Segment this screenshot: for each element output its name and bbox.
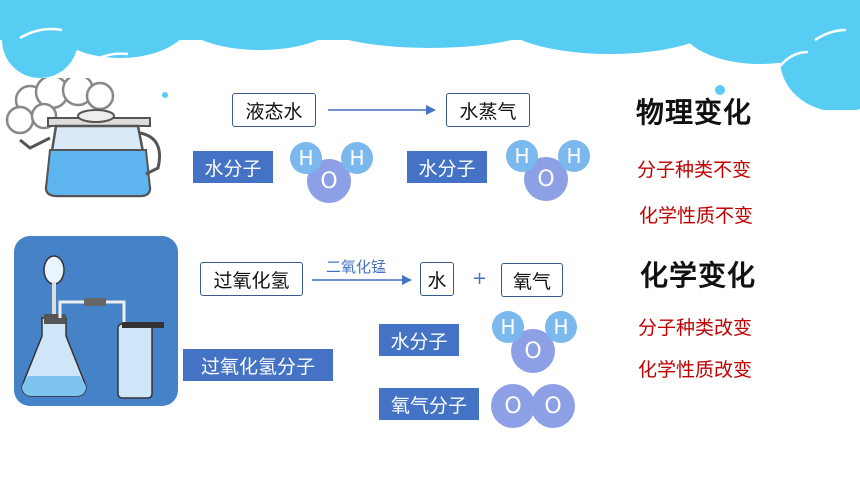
arrow-icon — [312, 275, 412, 285]
hydrogen-atom: H — [492, 311, 524, 343]
physical-note-chemical-property: 化学性质不变 — [639, 205, 754, 227]
hydrogen-atom: H — [558, 140, 590, 172]
catalyst-label: 二氧化锰 — [326, 258, 387, 276]
oxygen-molecule-label: 氧气分子 — [379, 388, 479, 420]
hydrogen-peroxide-box: 过氧化氢 — [200, 262, 303, 296]
plus-sign: + — [472, 268, 488, 289]
hydrogen-atom: H — [341, 142, 373, 174]
chemical-change-heading: 化学变化 — [640, 259, 757, 292]
water-vapor-box: 水蒸气 — [446, 93, 530, 127]
kettle-illustration — [5, 78, 161, 198]
physical-change-heading: 物理变化 — [636, 96, 753, 129]
water-molecule-label: 水分子 — [193, 151, 273, 183]
physical-note-molecule-type: 分子种类不变 — [637, 159, 752, 181]
chemical-note-molecule-type: 分子种类改变 — [638, 317, 753, 339]
arrow-icon — [328, 105, 436, 115]
water-molecule-label: 水分子 — [379, 324, 459, 356]
lab-apparatus-illustration — [14, 236, 178, 406]
water-molecule-label: 水分子 — [407, 151, 487, 183]
cloud-banner — [0, 0, 860, 110]
oxygen-atom: O — [491, 384, 535, 428]
oxygen-product-box: 氧气 — [501, 263, 563, 297]
liquid-water-box: 液态水 — [232, 93, 316, 127]
hydrogen-atom: H — [506, 140, 538, 172]
hydrogen-atom: H — [545, 311, 577, 343]
water-product-box: 水 — [420, 262, 454, 296]
hydrogen-peroxide-molecule-label: 过氧化氢分子 — [183, 349, 333, 381]
hydrogen-atom: H — [290, 142, 322, 174]
chemical-note-chemical-property: 化学性质改变 — [638, 359, 753, 381]
oxygen-atom: O — [531, 384, 575, 428]
